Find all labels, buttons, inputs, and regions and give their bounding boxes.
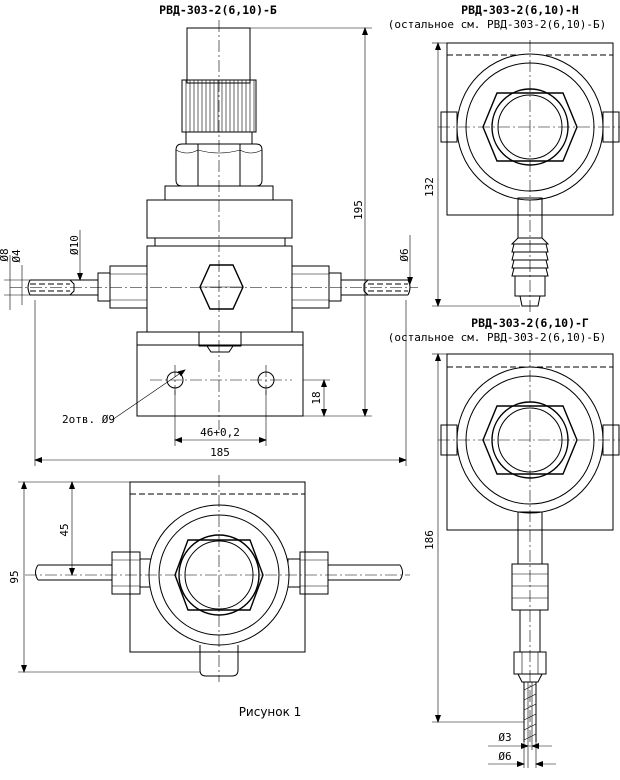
- dim-spacing: 46+0,2: [200, 426, 240, 439]
- variant-h-view: 132: [423, 40, 620, 312]
- front-view-dimensions: 195 185 Ø8 Ø4 Ø10 Ø6 2отв. Ø9 46+0,2 18: [0, 27, 413, 466]
- dim-d6-right: Ø6: [398, 248, 411, 261]
- dim-45: 45: [58, 523, 71, 536]
- dim-d8: Ø8: [0, 248, 11, 261]
- front-view: [10, 20, 418, 430]
- title-variant-h: РВД-303-2(6,10)-Н: [461, 3, 579, 17]
- note-variant-h: (остальное см. РВД-303-2(6,10)-Б): [388, 18, 607, 31]
- dim-d4: Ø4: [10, 249, 23, 263]
- dim-95: 95: [8, 570, 21, 583]
- dim-18: 18: [310, 391, 323, 404]
- top-view: [25, 475, 410, 682]
- variant-g-view: 186 Ø3 Ø6: [423, 350, 620, 768]
- dim-d6-bottom: Ø6: [498, 750, 511, 763]
- dim-195: 195: [352, 200, 365, 220]
- title-main: РВД-303-2(6,10)-Б: [159, 3, 277, 17]
- note-variant-g: (остальное см. РВД-303-2(6,10)-Б): [388, 331, 607, 344]
- dim-d10: Ø10: [68, 235, 81, 255]
- top-view-dimensions: 95 45: [8, 481, 200, 673]
- dim-132: 132: [423, 177, 436, 197]
- dim-186: 186: [423, 530, 436, 550]
- figure-caption: Рисунок 1: [239, 705, 302, 719]
- dim-185: 185: [210, 446, 230, 459]
- dim-holes: 2отв. Ø9: [62, 413, 115, 426]
- title-variant-g: РВД-303-2(6,10)-Г: [471, 316, 589, 330]
- dim-d3-bottom: Ø3: [498, 731, 511, 744]
